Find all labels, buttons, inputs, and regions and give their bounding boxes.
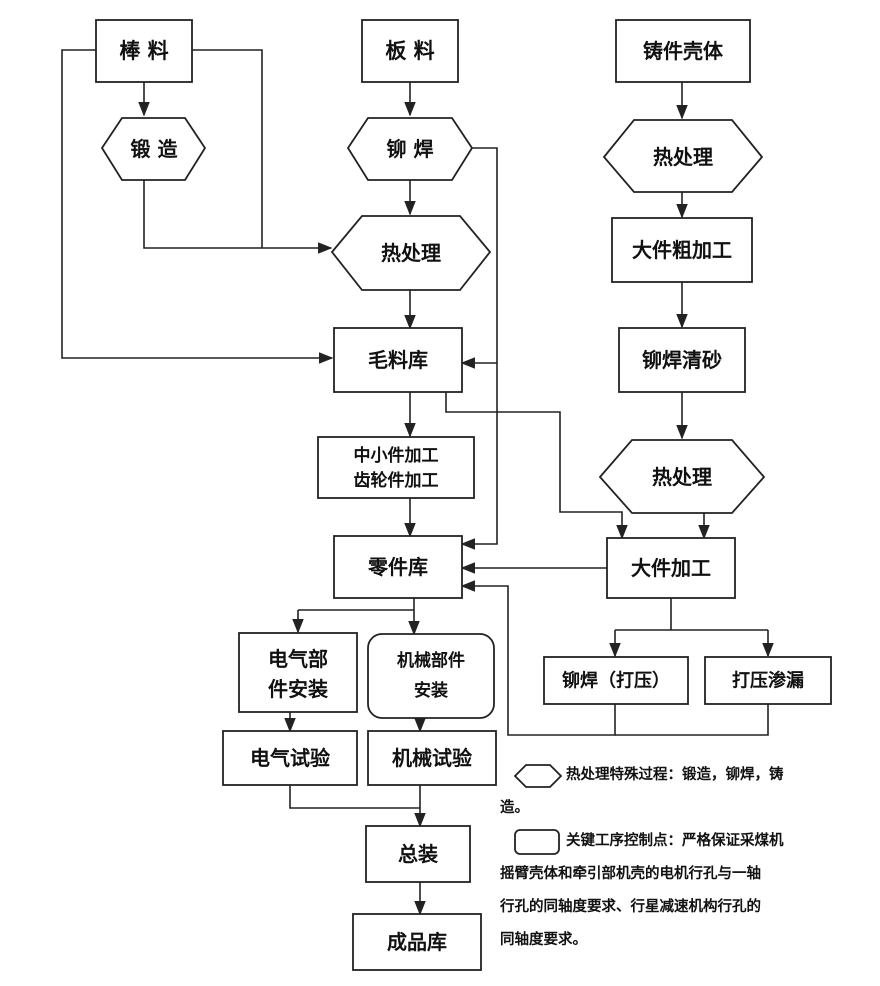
node-plate-stock (361, 19, 459, 83)
node-heat-treat-3 (602, 119, 764, 193)
label-large-rough: 大件粗加工 (632, 238, 732, 262)
label-product-store: 成品库 (387, 930, 447, 954)
label-casting-shell: 铸件壳体 (643, 39, 724, 63)
label-raw-store: 毛料库 (368, 348, 428, 372)
legend-rect-line-1: 关键工序控制点：严格保证采煤机 (566, 833, 784, 849)
label-parts-store: 零件库 (367, 555, 428, 579)
edge-raw-large (445, 392, 628, 540)
legend-rect-block: 关键工序控制点：严格保证采煤机 摇臂壳体和牵引部机壳的电机行孔与一轴 行孔的同轴… (500, 825, 870, 957)
node-large-rough (611, 217, 753, 283)
node-elec-assembly (238, 632, 358, 713)
node-elec-test (222, 730, 358, 786)
legend-rect-line-4: 同轴度要求。 (500, 932, 587, 948)
label-heat-treat-3: 热处理 (653, 145, 713, 169)
label-small-machining-1: 中小件加工 (354, 445, 439, 466)
node-forging (100, 117, 207, 181)
label-press-leak: 打压渗漏 (732, 670, 804, 692)
label-elec-assembly-1: 电气部 (268, 647, 328, 671)
node-raw-store (333, 327, 463, 393)
edge-feedback (460, 580, 616, 736)
node-casting-shell (615, 19, 751, 83)
node-parts-store (333, 535, 463, 599)
label-forging: 锻 造 (131, 137, 179, 161)
node-mech-assembly (367, 633, 495, 719)
node-heat-treat-2 (598, 439, 766, 514)
edge-forging-heat (143, 180, 333, 254)
edge-rivet-bypass (460, 147, 498, 550)
edge-bar-right-join (192, 49, 263, 248)
node-bar-stock (95, 19, 193, 83)
label-large-machining: 大件加工 (631, 556, 711, 580)
label-riveting-welding: 铆 焊 (387, 137, 434, 161)
edge-feedback-2 (615, 704, 769, 736)
label-bar-stock: 棒 料 (119, 39, 168, 63)
node-mech-test (367, 730, 497, 786)
label-plate-stock: 板 料 (385, 39, 434, 63)
legend-rect-line-2: 摇臂壳体和牵引部机壳的电机行孔与一轴 (500, 866, 761, 882)
legend-hex-icon (513, 764, 563, 788)
edge-elec-final (289, 785, 420, 809)
legend-hex-line-2: 造。 (500, 800, 529, 816)
node-heat-treat-1 (330, 215, 492, 291)
legend-rect-icon (514, 829, 560, 855)
label-elec-test: 电气试验 (250, 746, 330, 770)
label-rivet-press: 铆焊（打压） (562, 670, 670, 692)
node-product-store (352, 913, 482, 971)
node-large-machining (606, 537, 736, 599)
label-mech-assembly-1: 机械部件 (397, 650, 465, 671)
label-rivet-weld-sand: 铆焊清砂 (642, 348, 722, 372)
node-final-assembly (365, 825, 471, 883)
label-mech-test: 机械试验 (392, 746, 472, 770)
label-heat-treat-1: 热处理 (381, 241, 441, 265)
node-rivet-weld-sand (618, 327, 746, 393)
connectors (61, 49, 774, 916)
label-mech-assembly-2: 安装 (414, 680, 448, 701)
legend-hex-block: 热处理特殊过程：锻造，铆焊，铸 造。 (500, 759, 860, 825)
label-final-assembly: 总装 (398, 842, 438, 866)
label-heat-treat-2: 热处理 (652, 465, 712, 489)
node-riveting-welding (346, 117, 474, 181)
node-rivet-press (543, 656, 689, 705)
node-press-leak (704, 656, 832, 705)
label-small-machining-2: 齿轮件加工 (354, 470, 439, 491)
node-small-machining (317, 436, 475, 499)
edge-bar-left-raw (61, 49, 334, 364)
label-elec-assembly-2: 件安装 (268, 677, 328, 701)
legend-rect-line-3: 行孔的同轴度要求、行星减速机构行孔的 (500, 899, 761, 915)
legend-hex-line-1: 热处理特殊过程：锻造，铆焊，铸 (566, 767, 784, 783)
